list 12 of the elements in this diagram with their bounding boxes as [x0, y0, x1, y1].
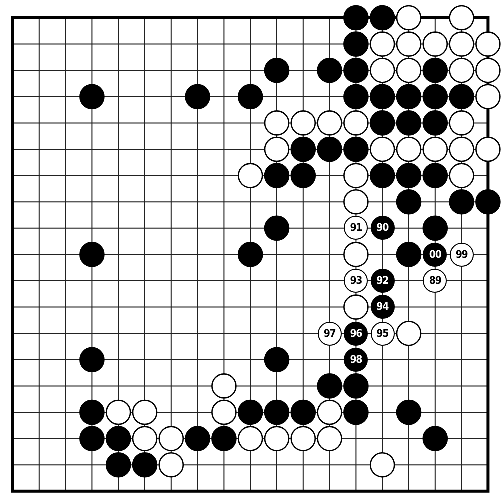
- numbered-stone: 92: [370, 269, 395, 293]
- numbered-stone: 99: [450, 242, 474, 267]
- numbered-stone: 98: [344, 348, 368, 372]
- numbered-stone: 96: [344, 322, 368, 346]
- numbered-stone: 94: [370, 295, 395, 320]
- numbered-stone: 97: [318, 322, 342, 346]
- numbered-stone: 90: [370, 216, 395, 240]
- numbered-stone: 00: [423, 242, 448, 267]
- numbered-stone: 93: [344, 269, 368, 293]
- numbered-stone: 95: [370, 322, 395, 346]
- numbered-stone: 89: [423, 269, 448, 293]
- numbered-stone: 91: [344, 216, 368, 240]
